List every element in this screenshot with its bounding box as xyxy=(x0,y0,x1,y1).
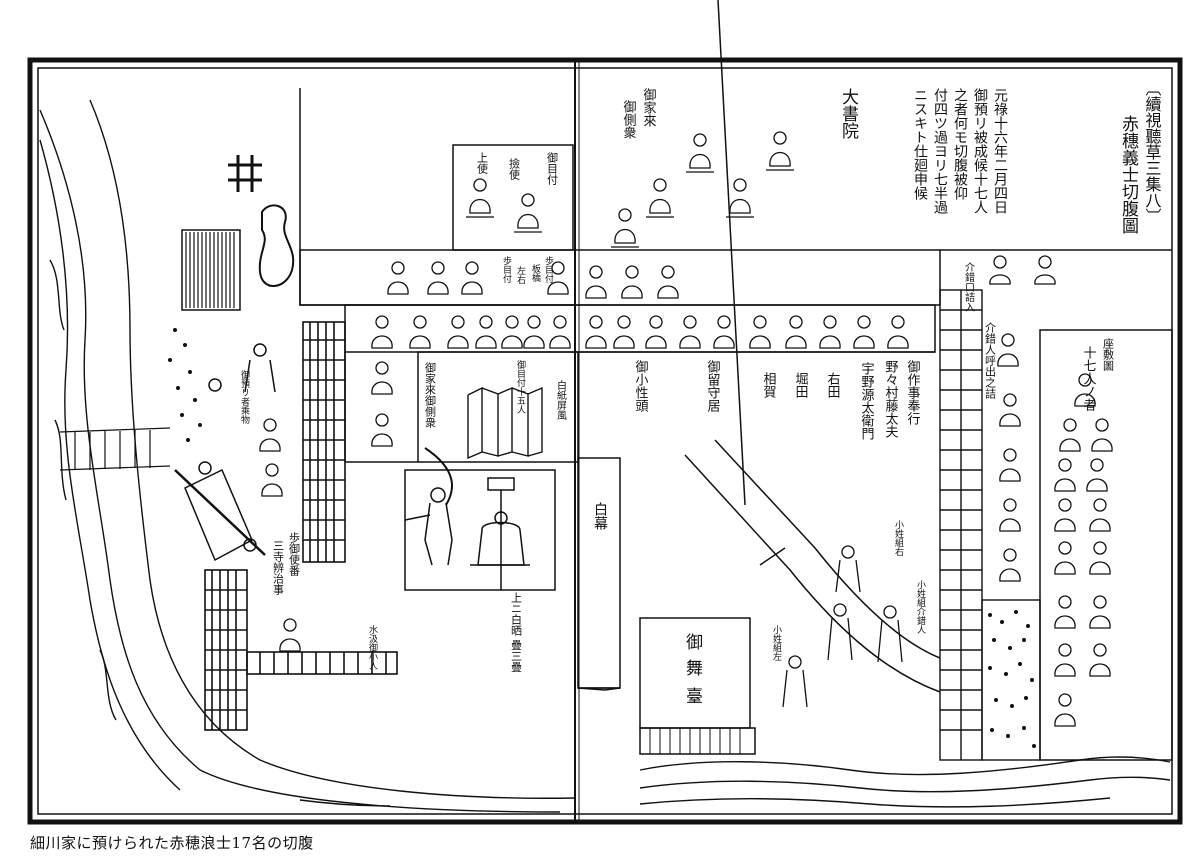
label-butai-2: 舞 xyxy=(686,659,703,679)
label-kenshi: 撿使 xyxy=(508,157,521,181)
label-rusui: 御留守居 xyxy=(705,360,721,412)
label-koshou-gashira: 御小性頭 xyxy=(633,360,649,412)
bridge xyxy=(60,428,170,470)
label-uno: 宇野源太衛門 xyxy=(859,362,875,441)
label-tatami: 上ニ白晒 疊三疊 xyxy=(510,592,523,673)
tatami-stack xyxy=(182,230,240,310)
label-kachi-metsuke: 歩目付 xyxy=(543,255,554,284)
label-norimono: 御預リ者乘物 xyxy=(239,369,250,425)
label-joushi: 上使 xyxy=(476,152,489,175)
label-daishoin: 大書院 xyxy=(838,88,859,139)
label-kaishakunin: 小姓組介錯人 xyxy=(915,580,926,634)
image-caption: 細川家に預けられた赤穂浪士17名の切腹 xyxy=(30,832,314,853)
label-butai-1: 御 xyxy=(686,633,703,653)
label-aiga: 相賀 xyxy=(761,372,777,398)
well-icon xyxy=(228,155,262,192)
label-kachi-shisha-2: 三寺辨治事 xyxy=(272,540,285,595)
label-shiramaku: 白幕 xyxy=(592,502,608,530)
label-nonomura: 野々村藤太夫 xyxy=(883,360,899,438)
label-gokerai-gosoba: 御家來御側衆 xyxy=(424,361,437,428)
label-metsuke-juugonin: 御目付十五人 xyxy=(515,359,526,414)
fence-upper xyxy=(303,322,345,562)
label-juushichinin: 十七人ノ者 xyxy=(1081,346,1097,412)
label-mizukumi: 水汲御小人 xyxy=(367,624,378,670)
palanquin xyxy=(175,344,275,560)
note-line: 御預リ被成候十七人 xyxy=(972,88,988,214)
label-ometsuke: 御目付 xyxy=(546,151,559,186)
label-zashiki-zu: 座敷圖 xyxy=(1102,337,1115,372)
label-gosoba: 御側衆 xyxy=(621,100,637,139)
title-main: 赤穗義士切腹圖 xyxy=(1118,115,1139,234)
note-line: 之者何モ切腹被仰 xyxy=(952,88,968,200)
label-hotta: 堀田 xyxy=(793,372,809,398)
label-koshou-gumi-1: 小姓組右 xyxy=(893,520,904,557)
note-line: 付四ツ過ヨリ七半過 xyxy=(932,88,948,215)
title-series: 〔續視聽草三集八〕 xyxy=(1143,80,1162,224)
kaishakunin-figure xyxy=(405,448,452,565)
label-butai-3: 臺 xyxy=(686,687,703,707)
note-line: 元祿十六年二月四日 xyxy=(992,88,1008,214)
label-shiro-byoubu: 白紙屏風 xyxy=(555,379,567,421)
label-kachi-metsuke-2: 歩目付 xyxy=(501,255,512,284)
label-migita: 右田 xyxy=(825,372,841,398)
label-kachi-shisha: 歩御使番 xyxy=(288,531,301,577)
label-itabashi: 板橋 xyxy=(530,263,541,283)
woodblock-illustration: 〔續視聽草三集八〕 赤穗義士切腹圖 元祿十六年二月四日 御預リ被成候十七人 之者… xyxy=(0,0,1190,830)
garden-stone xyxy=(260,205,293,286)
label-koshou-gumi-2: 小姓組左 xyxy=(771,625,782,661)
label-kaishaku-yobi: 介錯人呼出之詰 xyxy=(984,322,997,400)
note-line: ニスキト仕廻申候 xyxy=(912,88,928,200)
folding-screen xyxy=(468,388,542,458)
label-sakuji-bugyou: 御作事奉行 xyxy=(905,360,921,426)
stage-base xyxy=(650,728,740,754)
label-sayu: 左右 xyxy=(515,265,526,285)
label-kaishaku-kuchi: 介錯口詰入 xyxy=(963,262,975,312)
seppuku-scene xyxy=(470,478,530,590)
label-gokerai: 御家來 xyxy=(641,88,657,127)
